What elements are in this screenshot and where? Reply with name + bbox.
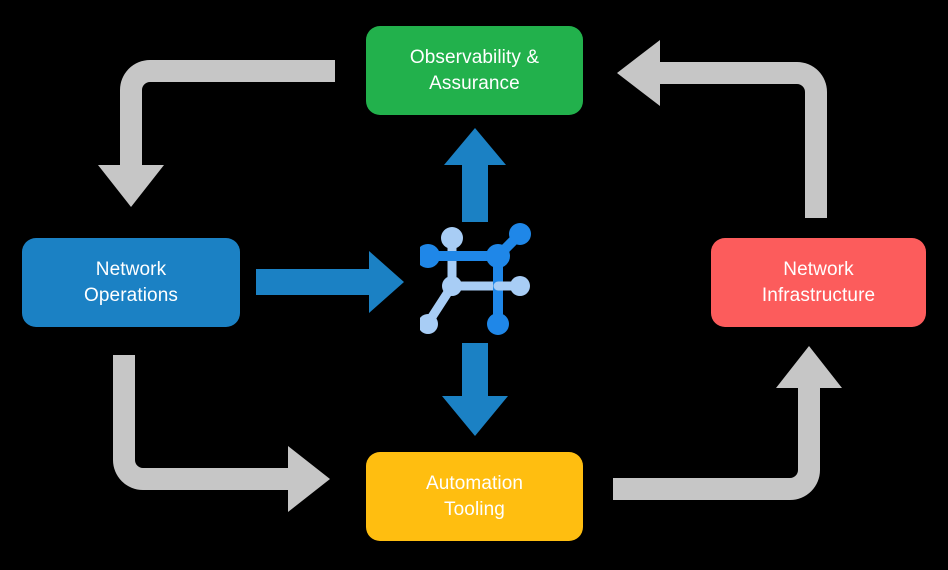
- arrow-operations-to-automation: [113, 355, 330, 512]
- arrow-automation-to-infrastructure: [613, 346, 842, 500]
- arrow-operations-to-center: [256, 251, 404, 313]
- node-label: Automation Tooling: [425, 473, 524, 520]
- arrow-infrastructure-to-observability: [617, 40, 827, 218]
- node-label: Observability & Assurance: [409, 47, 540, 94]
- node-network-operations[interactable]: Network Operations: [22, 238, 240, 327]
- arrow-observability-to-operations: [98, 60, 335, 207]
- arrow-center-to-automation: [442, 343, 508, 436]
- node-label: Network Infrastructure: [761, 259, 876, 306]
- network-topology-icon: [420, 223, 531, 335]
- node-automation-tooling[interactable]: Automation Tooling: [366, 452, 583, 541]
- node-label: Network Operations: [84, 259, 178, 306]
- node-network-infrastructure[interactable]: Network Infrastructure: [711, 238, 926, 327]
- arrow-center-to-observability: [444, 128, 506, 222]
- node-observability-assurance[interactable]: Observability & Assurance: [366, 26, 583, 115]
